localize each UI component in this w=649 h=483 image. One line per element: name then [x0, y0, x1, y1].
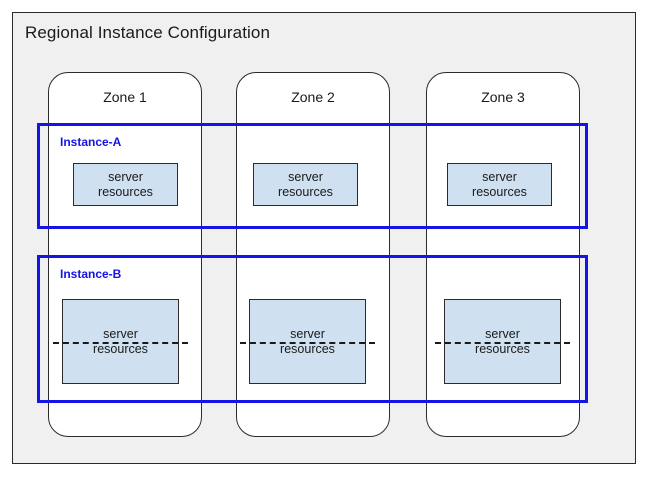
resource-split-divider: [53, 341, 188, 344]
server-resources-box-a1[interactable]: server resources: [73, 163, 178, 206]
instance-label-b: Instance-B: [60, 267, 122, 281]
server-resources-label: server resources: [98, 169, 153, 199]
zone-label-1: Zone 1: [103, 89, 147, 105]
server-resources-box-a3[interactable]: server resources: [447, 163, 552, 206]
page-title: Regional Instance Configuration: [25, 23, 271, 42]
zone-label-2: Zone 2: [291, 89, 335, 105]
instance-band-b[interactable]: Instance-B: [37, 255, 588, 403]
server-resources-box-a2[interactable]: server resources: [253, 163, 358, 206]
server-resources-label: server resources: [278, 169, 333, 199]
zone-label-3: Zone 3: [481, 89, 525, 105]
server-resources-box-b1[interactable]: server resources: [53, 299, 188, 384]
server-resources-box-b2[interactable]: server resources: [240, 299, 375, 384]
resource-split-divider: [240, 341, 375, 344]
server-resources-label: server resources: [93, 326, 148, 356]
resource-split-divider: [435, 341, 570, 344]
instance-label-a: Instance-A: [60, 135, 122, 149]
server-resources-box-b3[interactable]: server resources: [435, 299, 570, 384]
server-resources-label: server resources: [472, 169, 527, 199]
instance-band-a[interactable]: Instance-A: [37, 123, 588, 229]
server-resources-label: server resources: [280, 326, 335, 356]
server-resources-label: server resources: [475, 326, 530, 356]
